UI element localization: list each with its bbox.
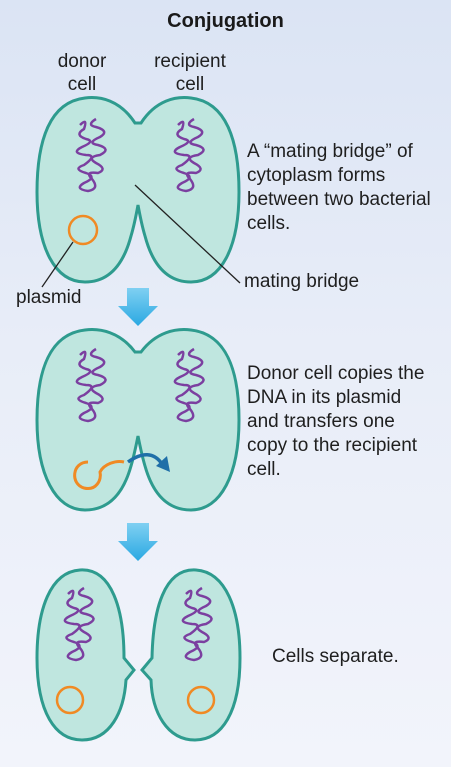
step-1-description: A “mating bridge” of cytoplasm forms bet… [247,141,431,234]
plasmid-leader-line [41,241,74,288]
plasmid-donor-3 [55,685,85,715]
step-2-description: Donor cell copies the DNA in its plasmid… [247,363,425,480]
step-arrow-2 [118,523,158,561]
panel-1-mating-bridge [35,96,241,288]
dna-recipient-2 [173,347,205,423]
mating-bridge-leader-line [134,184,241,284]
plasmid-label: plasmid [16,287,82,308]
step-arrow-1 [118,288,158,326]
dna-donor-1 [75,117,107,193]
plasmid-copying-2 [73,460,125,490]
transfer-arrow [126,453,164,466]
step-3-description: Cells separate. [272,646,399,667]
dna-recipient-1 [173,117,205,193]
diagram-title: Conjugation [167,10,284,32]
dna-recipient-3 [181,586,213,662]
joined-cells-2 [35,328,241,512]
plasmid-recipient-3 [186,685,216,715]
donor-cell-3 [35,568,136,742]
dna-donor-2 [75,347,107,423]
recipient-cell-label: recipient cell [154,51,226,95]
mating-bridge-label: mating bridge [244,271,360,292]
recipient-cell-3 [140,568,242,742]
panel-2-transfer [35,328,241,512]
dna-donor-3 [63,586,95,662]
plasmid-1 [67,214,99,246]
panel-3-separated [35,568,242,742]
donor-cell-label: donor cell [57,51,107,95]
transfer-arrow-head [156,456,170,472]
